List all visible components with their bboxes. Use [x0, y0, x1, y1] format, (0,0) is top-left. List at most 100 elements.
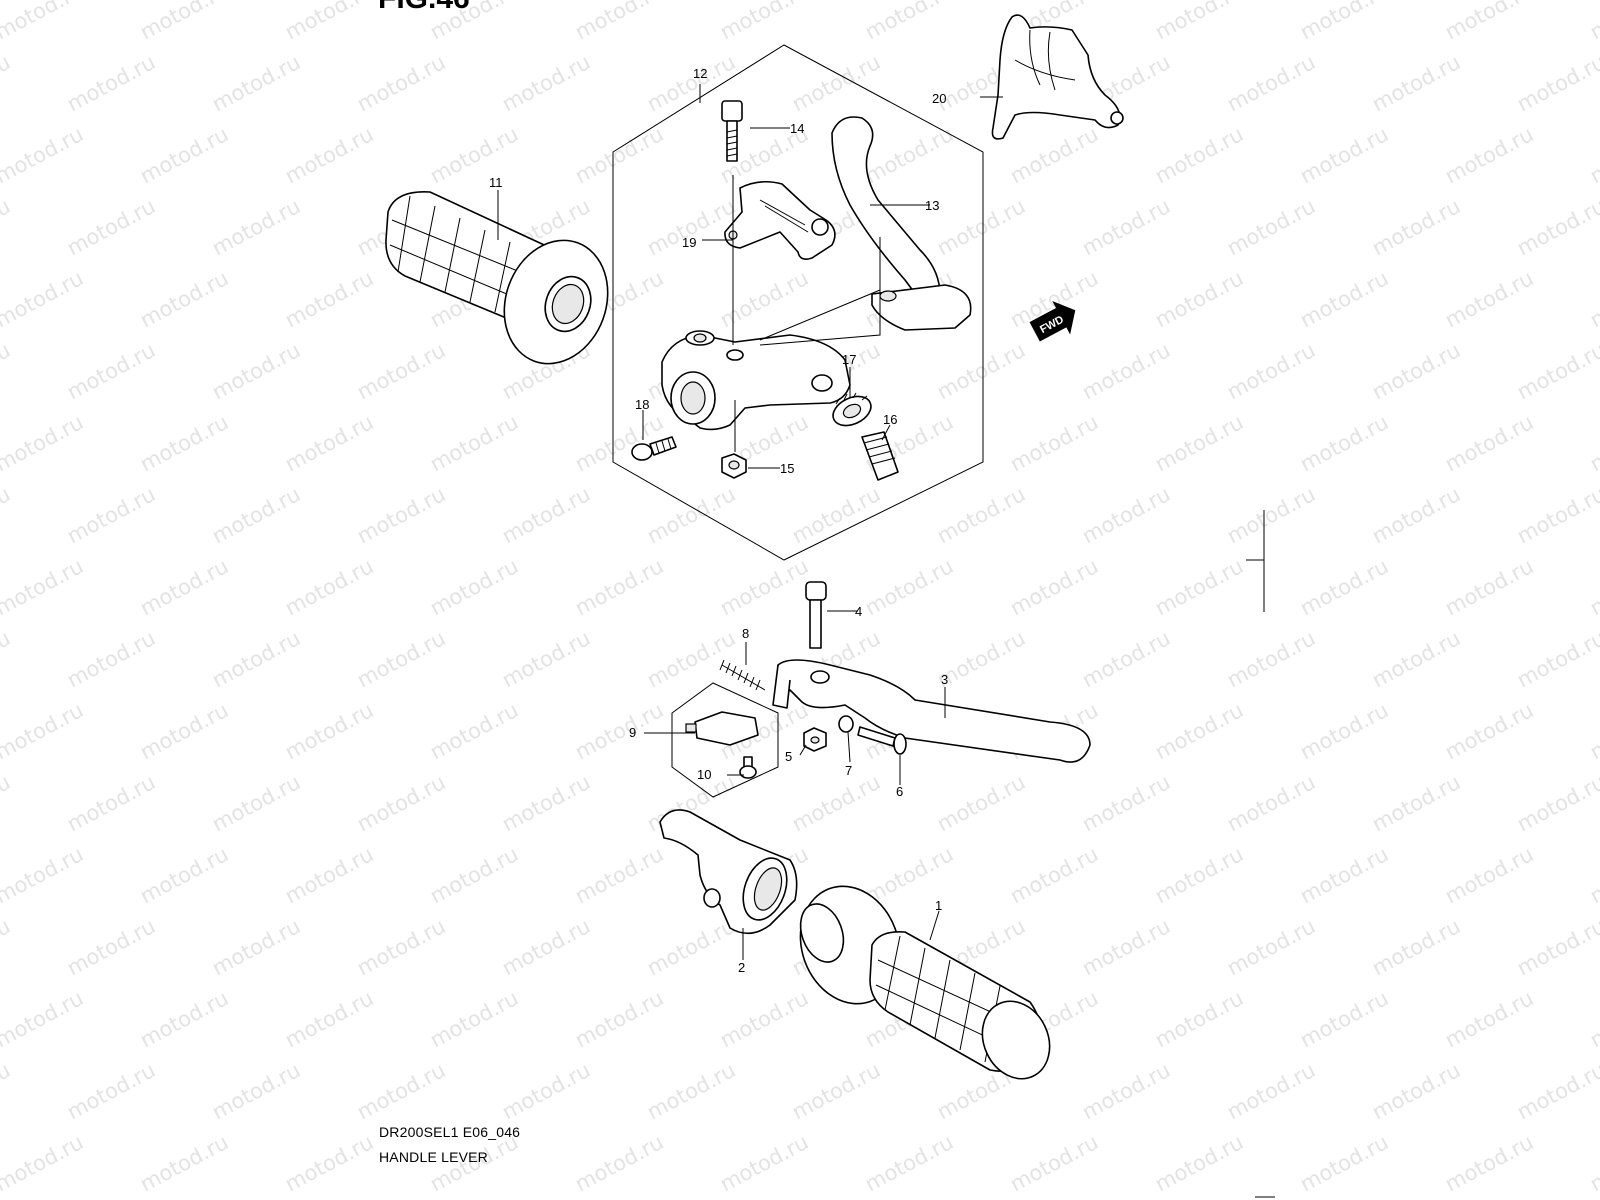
diagram-title: HANDLE LEVER: [379, 1149, 488, 1165]
watermark-text: motod.ru: [136, 410, 232, 476]
callout-4: 4: [855, 604, 862, 619]
watermark-text: motod.ru: [788, 770, 884, 836]
watermark-text: motod.ru: [208, 482, 304, 548]
watermark-text: motod.ru: [208, 770, 304, 836]
watermark-text: motod.ru: [63, 482, 159, 548]
watermark-text: motod.ru: [716, 986, 812, 1052]
watermark-text: motod.ru: [281, 698, 377, 764]
watermark-text: motod.ru: [1368, 482, 1464, 548]
watermark-text: motod.ru: [788, 482, 884, 548]
watermark-text: motod.ru: [281, 554, 377, 620]
watermark-text: motod.ru: [716, 0, 812, 44]
watermark-text: motod.ru: [426, 698, 522, 764]
watermark-text: motod.ru: [1586, 554, 1600, 620]
watermark-text: motod.ru: [353, 914, 449, 980]
watermark-text: motod.ru: [1513, 1058, 1600, 1124]
watermark-text: motod.ru: [571, 554, 667, 620]
watermark-text: motod.ru: [0, 914, 14, 980]
watermark-text: motod.ru: [426, 842, 522, 908]
watermark-text: motod.ru: [498, 770, 594, 836]
watermark-text: motod.ru: [63, 1058, 159, 1124]
watermark-text: motod.ru: [1078, 338, 1174, 404]
cover-part-20: [991, 14, 1124, 140]
callout-16: 16: [883, 412, 897, 427]
watermark-text: motod.ru: [933, 194, 1029, 260]
watermark-text: motod.ru: [1513, 770, 1600, 836]
watermark-text: motod.ru: [498, 626, 594, 692]
watermark-text: motod.ru: [861, 1130, 957, 1196]
watermark-text: motod.ru: [63, 770, 159, 836]
callout-18: 18: [635, 397, 649, 412]
watermark-text: motod.ru: [1368, 626, 1464, 692]
watermark-text: motod.ru: [353, 50, 449, 116]
watermark-text: motod.ru: [571, 0, 667, 44]
watermark-text: motod.ru: [571, 1130, 667, 1196]
watermark-text: motod.ru: [208, 50, 304, 116]
callout-5: 5: [785, 749, 792, 764]
grip-right-part-1: [799, 885, 1051, 1080]
callout-2: 2: [738, 960, 745, 975]
watermark-text: motod.ru: [1586, 986, 1600, 1052]
nut-part-5: [803, 727, 827, 752]
lock-ring-part-17: [832, 392, 872, 427]
watermark-text: motod.ru: [933, 338, 1029, 404]
watermark-text: motod.ru: [1296, 410, 1392, 476]
watermark-text: motod.ru: [1006, 122, 1102, 188]
watermark-text: motod.ru: [1513, 626, 1600, 692]
watermark-text: motod.ru: [136, 1130, 232, 1196]
switch-plate-part-19: [724, 180, 836, 260]
watermark-text: motod.ru: [498, 1058, 594, 1124]
callout-19: 19: [682, 235, 696, 250]
watermark-text: motod.ru: [1078, 1058, 1174, 1124]
watermark-text: motod.ru: [1586, 698, 1600, 764]
watermark-text: motod.ru: [1368, 50, 1464, 116]
watermark-text: motod.ru: [281, 842, 377, 908]
watermark-text: motod.ru: [281, 0, 377, 44]
watermark-text: motod.ru: [136, 266, 232, 332]
fwd-direction-marker: FWD: [1029, 300, 1076, 342]
callout-20: 20: [932, 91, 946, 106]
watermark-text: motod.ru: [1151, 1130, 1247, 1196]
callout-15: 15: [780, 461, 794, 476]
watermark-text: motod.ru: [1151, 266, 1247, 332]
watermark-text: motod.ru: [0, 770, 14, 836]
watermark-text: motod.ru: [1296, 554, 1392, 620]
watermark-text: motod.ru: [498, 50, 594, 116]
watermark-text: motod.ru: [1441, 842, 1537, 908]
callout-9: 9: [629, 725, 636, 740]
watermark-text: motod.ru: [63, 626, 159, 692]
watermark-text: motod.ru: [1296, 986, 1392, 1052]
watermark-text: motod.ru: [0, 842, 87, 908]
diagram-code: DR200SEL1 E06_046: [379, 1124, 521, 1140]
watermark-text: motod.ru: [136, 554, 232, 620]
watermark-text: motod.ru: [571, 698, 667, 764]
watermark-text: motod.ru: [788, 1058, 884, 1124]
watermark-text: motod.ru: [1151, 410, 1247, 476]
bolt-part-14: [721, 100, 743, 162]
watermark-text: motod.ru: [426, 554, 522, 620]
watermark-text: motod.ru: [1441, 986, 1537, 1052]
watermark-text: motod.ru: [1513, 194, 1600, 260]
watermark-text: motod.ru: [63, 914, 159, 980]
watermark-text: motod.ru: [0, 194, 14, 260]
grip-left-part-11: [385, 191, 609, 365]
screw-part-6: [857, 726, 907, 755]
watermark-text: motod.ru: [1513, 914, 1600, 980]
watermark-text: motod.ru: [1296, 266, 1392, 332]
collar-part-7: [838, 715, 854, 733]
callout-13: 13: [925, 198, 939, 213]
callout-3: 3: [941, 672, 948, 687]
watermark-text: motod.ru: [1151, 122, 1247, 188]
watermark-text: motod.ru: [1368, 770, 1464, 836]
watermark-text: motod.ru: [281, 1130, 377, 1196]
nut-part-15: [721, 453, 747, 479]
watermark-text: motod.ru: [1441, 1130, 1537, 1196]
callout-11: 11: [489, 175, 503, 190]
watermark-text: motod.ru: [1513, 338, 1600, 404]
watermark-text: motod.ru: [1151, 554, 1247, 620]
figure-title: FIG.46: [378, 0, 470, 15]
watermark-text: motod.ru: [1586, 0, 1600, 44]
watermark-text: motod.ru: [136, 986, 232, 1052]
watermark-text: motod.ru: [136, 122, 232, 188]
watermark-text: motod.ru: [1296, 122, 1392, 188]
